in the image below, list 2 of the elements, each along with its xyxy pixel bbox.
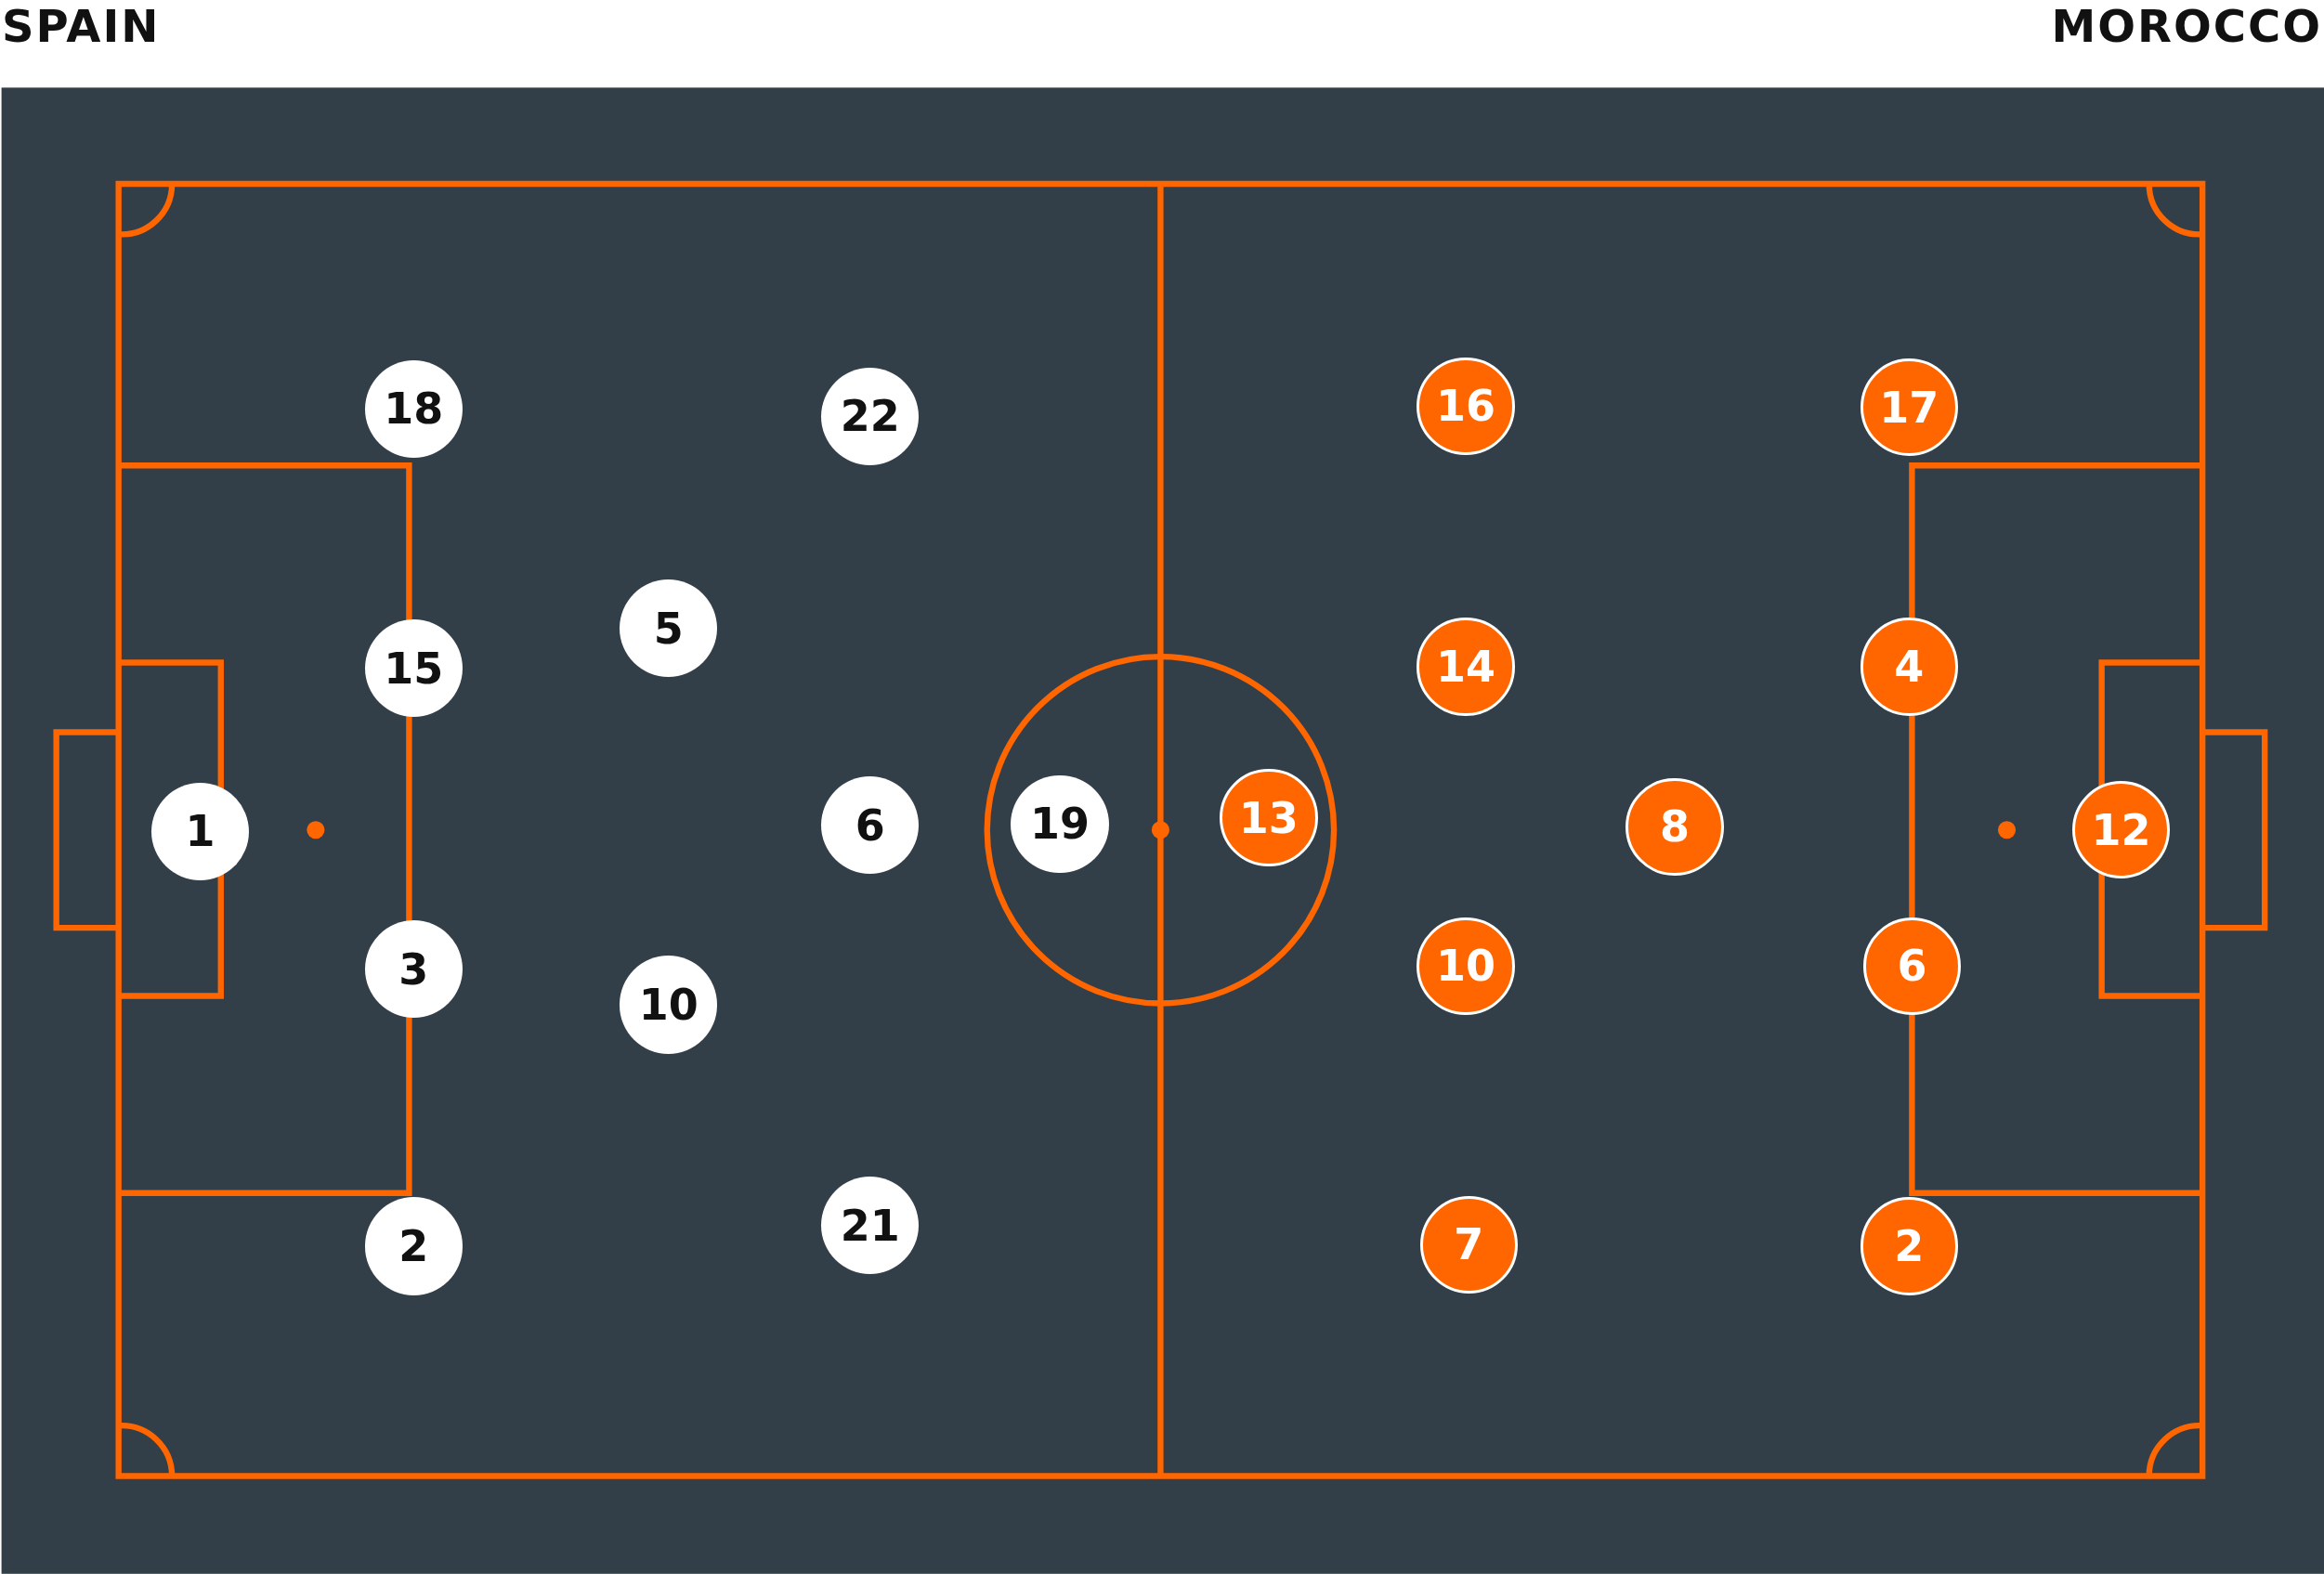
team-name: SPAIN xyxy=(2,0,161,52)
team-name: MOROCCO xyxy=(2051,0,2322,52)
